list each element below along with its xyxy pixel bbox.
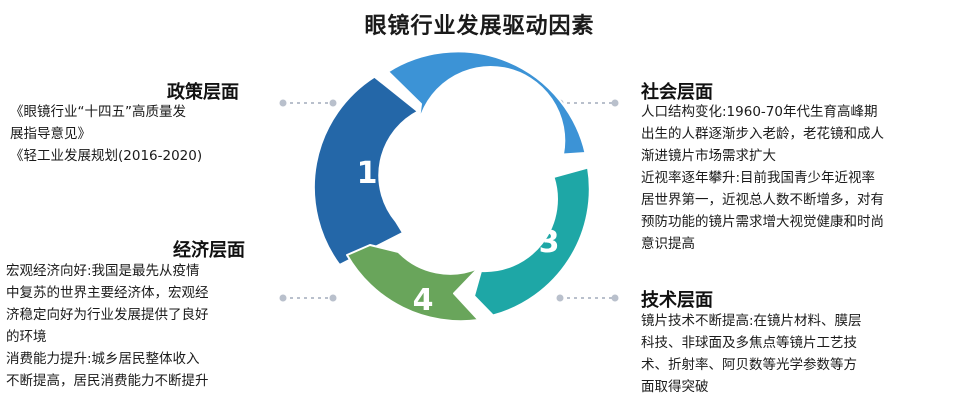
- policy-line: 《轻工业发展规划(2016-2020): [10, 148, 203, 164]
- economy-line: 中复苏的世界主要经济体，宏观经: [6, 285, 209, 301]
- policy-text: 《眼镜行业“十四五”高质量发 展指导意见》 《轻工业发展规划(2016-2020…: [10, 101, 272, 167]
- society-text: 人口结构变化:1960-70年代生育高峰期 出生的人群逐渐步入老龄，老花镜和成人…: [641, 101, 953, 255]
- society-line: 居世界第一，近视总人数不断增多，对有: [641, 192, 884, 208]
- segment-1-number: 1: [357, 156, 378, 191]
- technology-line: 科技、非球面及多焦点等镜片工艺技: [641, 335, 857, 351]
- economy-line: 济稳定向好为行业发展提供了良好: [6, 307, 209, 323]
- segment-3-number: 3: [539, 225, 560, 260]
- society-line: 意识提高: [641, 236, 695, 252]
- connector-technology: [556, 294, 619, 302]
- economy-text: 宏观经济向好:我国是最先从疫情 中复苏的世界主要经济体，宏观经 济稳定向好为行业…: [6, 260, 274, 392]
- society-line: 人口结构变化:1960-70年代生育高峰期: [641, 104, 878, 120]
- connector-policy: [279, 99, 337, 107]
- technology-heading: 技术层面: [641, 290, 713, 311]
- connector-economy: [279, 294, 337, 302]
- policy-line: 《眼镜行业“十四五”高质量发: [10, 104, 186, 120]
- segment-4-number: 4: [413, 283, 434, 318]
- segment-2-number: 2: [487, 95, 508, 130]
- connector-society: [556, 99, 619, 107]
- economy-line: 宏观经济向好:我国是最先从疫情: [6, 263, 200, 279]
- policy-line: 展指导意见》: [10, 126, 91, 142]
- society-line: 渐进镜片市场需求扩大: [641, 148, 776, 164]
- segment-4: [346, 244, 480, 323]
- policy-heading: 政策层面: [167, 82, 239, 103]
- economy-line: 的环境: [6, 329, 47, 345]
- page-title: 眼镜行业发展驱动因素: [364, 14, 595, 39]
- segment-3: [473, 166, 591, 317]
- technology-line: 镜片技术不断提高:在镜片材料、膜层: [641, 313, 862, 329]
- technology-line: 术、折射率、阿贝数等光学参数等方: [641, 357, 857, 373]
- economy-line: 不断提高，居民消费能力不断提升: [6, 373, 209, 389]
- economy-heading: 经济层面: [173, 240, 245, 261]
- segment-1: [312, 75, 419, 266]
- society-line: 预防功能的镜片需求增大视觉健康和时尚: [641, 214, 884, 230]
- technology-line: 面取得突破: [641, 379, 709, 395]
- segment-2: [387, 50, 587, 156]
- society-heading: 社会层面: [641, 82, 713, 103]
- society-line: 出生的人群逐渐步入老龄，老花镜和成人: [641, 126, 884, 142]
- technology-text: 镜片技术不断提高:在镜片材料、膜层 科技、非球面及多焦点等镜片工艺技 术、折射率…: [641, 310, 953, 398]
- society-line: 近视率逐年攀升:目前我国青少年近视率: [641, 170, 876, 186]
- economy-line: 消费能力提升:城乡居民整体收入: [6, 351, 200, 367]
